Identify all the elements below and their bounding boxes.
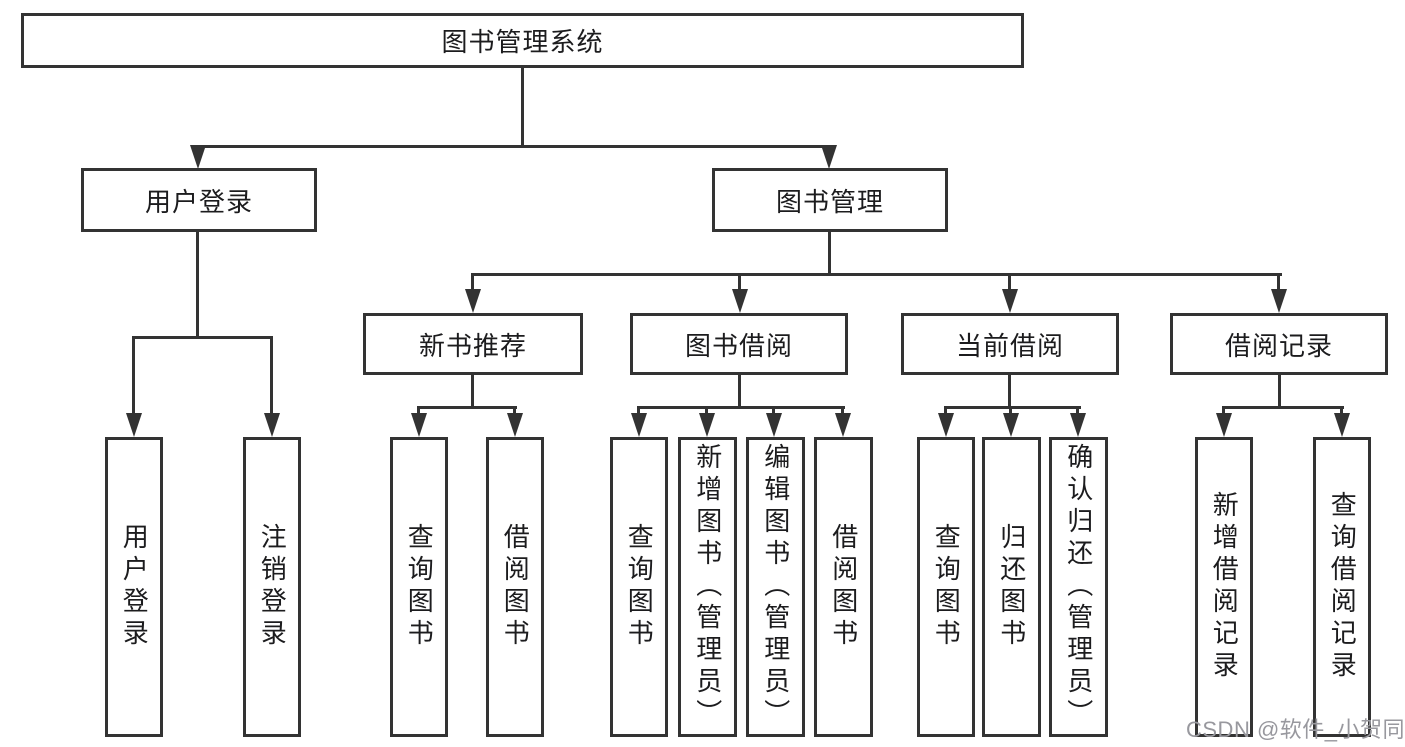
leaf-query-books-1: 查询图书 [390, 437, 448, 737]
connector-newbook-bar [417, 406, 517, 409]
leaf-borrow-books-1: 借阅图书 [486, 437, 544, 737]
connector-book-mgmt-drop-1 [471, 273, 474, 291]
arrow-to-leaf-return-books [1003, 413, 1019, 437]
connector-book-mgmt-stem [828, 232, 831, 276]
leaf-add-borrow-record-label: 新增借阅记录 [1209, 491, 1240, 683]
leaf-borrow-books-1-label: 借阅图书 [500, 523, 531, 651]
leaf-query-books-3: 查询图书 [917, 437, 975, 737]
connector-current-drop-3 [1076, 406, 1079, 416]
leaf-confirm-return-admin: 确认归还（管理员） [1049, 437, 1108, 737]
leaf-borrow-books-2-label: 借阅图书 [828, 523, 859, 651]
connector-current-drop-1 [944, 406, 947, 416]
node-borrowing-records-label: 借阅记录 [1224, 330, 1333, 361]
node-current-borrowing-label: 当前借阅 [955, 330, 1064, 361]
arrow-to-leaf-confirm-return [1070, 413, 1086, 437]
leaf-query-books-1-label: 查询图书 [404, 523, 435, 651]
arrow-to-leaf-add-record [1216, 413, 1232, 437]
connector-borrowing-drop-4 [841, 406, 844, 416]
arrow-to-current-borrowing [1002, 289, 1018, 313]
arrow-to-leaf-query-books-3 [938, 413, 954, 437]
node-current-borrowing: 当前借阅 [901, 313, 1119, 375]
leaf-add-books-admin-label: 新增图书（管理员） [692, 443, 723, 731]
leaf-confirm-return-admin-label: 确认归还（管理员） [1063, 443, 1094, 731]
connector-borrowing-drop-2 [705, 406, 708, 416]
connector-records-stem [1278, 375, 1281, 408]
node-book-management-label: 图书管理 [775, 186, 884, 217]
node-user-login: 用户登录 [81, 168, 317, 232]
leaf-edit-books-admin: 编辑图书（管理员） [746, 437, 805, 737]
leaf-return-books: 归还图书 [982, 437, 1041, 737]
connector-root-stem [521, 68, 524, 148]
node-borrowing-records: 借阅记录 [1170, 313, 1388, 375]
arrow-to-new-book-recommendation [465, 289, 481, 313]
arrow-to-leaf-edit-books [766, 413, 782, 437]
leaf-borrow-books-2: 借阅图书 [814, 437, 873, 737]
leaf-query-borrow-record-label: 查询借阅记录 [1327, 491, 1358, 683]
connector-root-bar [196, 145, 832, 148]
leaf-logout: 注销登录 [243, 437, 301, 737]
arrow-to-leaf-borrow-books-2 [835, 413, 851, 437]
connector-newbook-stem [471, 375, 474, 408]
connector-records-drop-1 [1222, 406, 1225, 416]
connector-current-drop-2 [1009, 406, 1012, 416]
connector-borrowing-stem [738, 375, 741, 408]
arrow-to-book-borrowing [732, 289, 748, 313]
connector-user-login-drop-1 [132, 336, 135, 416]
connector-borrowing-drop-3 [772, 406, 775, 416]
connector-user-login-drop-2 [270, 336, 273, 416]
connector-records-drop-2 [1340, 406, 1343, 416]
arrow-to-leaf-borrow-books-1 [507, 413, 523, 437]
node-book-management: 图书管理 [712, 168, 948, 232]
node-library-system-label: 图书管理系统 [441, 27, 604, 57]
leaf-logout-label: 注销登录 [257, 523, 288, 651]
connector-book-mgmt-drop-2 [738, 273, 741, 291]
connector-user-login-bar [132, 336, 273, 339]
node-new-book-recommendation-label: 新书推荐 [418, 330, 527, 361]
leaf-return-books-label: 归还图书 [996, 523, 1027, 651]
connector-current-bar [944, 406, 1081, 409]
connector-book-mgmt-bar [471, 273, 1282, 276]
node-library-system: 图书管理系统 [21, 13, 1024, 68]
leaf-edit-books-admin-label: 编辑图书（管理员） [760, 443, 791, 731]
arrow-to-leaf-query-record [1334, 413, 1350, 437]
leaf-add-books-admin: 新增图书（管理员） [678, 437, 737, 737]
node-book-borrowing-label: 图书借阅 [684, 330, 793, 361]
arrow-to-book-management [821, 145, 837, 169]
arrow-to-leaf-query-books-2 [631, 413, 647, 437]
connector-newbook-drop-1 [417, 406, 420, 416]
node-new-book-recommendation: 新书推荐 [363, 313, 583, 375]
node-user-login-label: 用户登录 [144, 186, 253, 217]
connector-current-stem [1008, 375, 1011, 408]
arrow-to-leaf-logout [264, 413, 280, 437]
connector-borrowing-bar [637, 406, 845, 409]
leaf-query-books-2: 查询图书 [610, 437, 668, 737]
leaf-query-books-3-label: 查询图书 [931, 523, 962, 651]
connector-borrowing-drop-1 [637, 406, 640, 416]
arrow-to-leaf-query-books-1 [411, 413, 427, 437]
watermark-text: CSDN @软件_小贺同学 [1186, 717, 1405, 742]
leaf-query-borrow-record: 查询借阅记录 [1313, 437, 1371, 737]
leaf-query-books-2-label: 查询图书 [624, 523, 655, 651]
leaf-user-login-label: 用户登录 [119, 523, 150, 651]
node-book-borrowing: 图书借阅 [630, 313, 848, 375]
leaf-user-login: 用户登录 [105, 437, 163, 737]
arrow-to-borrowing-records [1271, 289, 1287, 313]
arrow-to-leaf-add-books [699, 413, 715, 437]
connector-user-login-stem [196, 232, 199, 339]
connector-book-mgmt-drop-3 [1008, 273, 1011, 291]
arrow-to-user-login [190, 145, 206, 169]
connector-records-bar [1222, 406, 1344, 409]
connector-newbook-drop-2 [513, 406, 516, 416]
connector-book-mgmt-drop-4 [1277, 273, 1280, 291]
arrow-to-leaf-user-login [126, 413, 142, 437]
leaf-add-borrow-record: 新增借阅记录 [1195, 437, 1253, 737]
